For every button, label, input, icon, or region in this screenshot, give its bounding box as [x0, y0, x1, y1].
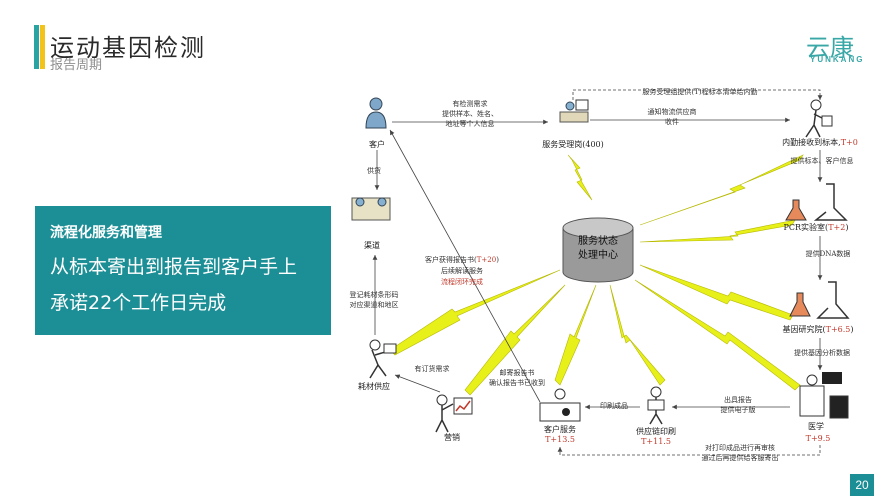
service-desk-label: 服务受理岗(400) — [542, 139, 604, 149]
label-review-1: 对打印成品进行再审核 — [705, 443, 775, 452]
customer-node: 客户 — [365, 97, 387, 149]
bolt-marketing — [464, 284, 566, 396]
promo-title: 流程化服务和管理 — [50, 225, 162, 241]
brand-logo: 云康 — [806, 34, 854, 62]
logistics-node: 内勤接收到标本,T+0 — [782, 99, 858, 147]
label-report-1: 出具报告 — [724, 395, 752, 404]
label-receive-3: 流程闭环完成 — [441, 277, 483, 286]
pcr-label: PCR实验室( — [784, 222, 829, 232]
label-review-2: 通过后再提供给客服寄出 — [702, 453, 779, 462]
print-label: 供应链印刷 — [636, 426, 676, 436]
promo-line1: 从标本寄出到报告到客户手上 — [50, 256, 298, 278]
bolt-custservice — [554, 284, 597, 386]
title-accent-bar-teal — [34, 25, 39, 69]
bolt-pcr — [639, 219, 796, 243]
bolt-logistics — [639, 154, 804, 226]
label-notify-2: 收件 — [665, 117, 679, 126]
cust-service-node: 客户服务 T+13.5 — [539, 388, 581, 444]
medical-label: 医学 — [808, 421, 824, 431]
label-supply: 供货 — [367, 166, 381, 175]
pcr-label-wrap: PCR实验室(T+2) — [784, 222, 849, 232]
label-receive-1-close: ) — [496, 256, 499, 264]
label-dna: 提供DNA数据 — [806, 249, 851, 258]
arrow-marketing-supplies — [394, 374, 441, 393]
label-mail-1: 邮寄报告书 — [500, 368, 535, 377]
title-accent-bar-yellow — [40, 25, 45, 69]
arrow-custservice-customer — [389, 129, 541, 403]
label-need-1: 有检测需求 — [453, 99, 488, 108]
supplies-node: 耗材供应 — [358, 339, 397, 391]
bolt-service — [567, 154, 593, 201]
logistics-label: 内勤接收到标本, — [782, 137, 841, 147]
bolt-medical — [634, 279, 801, 391]
label-top-dashed: 服务受理组提供(T)程标本清单给内勤 — [642, 87, 757, 96]
label-order: 有订货需求 — [415, 364, 450, 373]
promo-box: 流程化服务和管理 从标本寄出到报告到客户手上 承诺22个工作日完成 — [35, 206, 331, 335]
pcr-lab-node: PCR实验室(T+2) — [784, 183, 849, 232]
print-time: T+11.5 — [641, 437, 671, 446]
arrow-review-dashed — [557, 445, 821, 456]
label-mail-2: 确认报告书已收到 — [489, 378, 545, 387]
label-register-1: 登记耗材条形码 — [350, 290, 399, 299]
center-label-1: 服务状态 — [578, 234, 618, 247]
label-receive-1-time: T+20 — [477, 256, 496, 264]
service-desk-node: 服务受理岗(400) — [542, 99, 604, 149]
pcr-time: T+2 — [828, 223, 845, 232]
center-label-2: 处理中心 — [578, 248, 618, 261]
label-receive-1: 客户获得报告书( — [425, 255, 477, 264]
research-label: 基因研究院( — [782, 324, 825, 334]
label-report-2: 提供电子版 — [721, 405, 756, 414]
cust-service-time: T+13.5 — [545, 435, 575, 444]
label-need-2: 提供样本、姓名、 — [442, 109, 498, 118]
arrows — [372, 89, 823, 456]
research-time: T+6.5 — [826, 325, 851, 334]
marketing-label: 营销 — [444, 432, 460, 442]
label-register-2: 对应渠道和地区 — [350, 300, 399, 309]
page-number: 20 — [850, 474, 874, 496]
label-need-3: 地址等个人信息 — [446, 119, 495, 128]
print-node: 供应链印刷 T+11.5 — [636, 386, 676, 446]
label-notify-1: 通知物流供应商 — [648, 107, 697, 116]
bolt-research — [639, 264, 794, 321]
page-title: 运动基因检测 — [50, 34, 206, 62]
channel-node: 渠道 — [351, 197, 391, 250]
research-label-wrap: 基因研究院(T+6.5) — [782, 324, 853, 334]
label-provide-sample: 提供标本、客户信息 — [791, 156, 854, 165]
pcr-close: ) — [845, 223, 848, 232]
label-gene-analysis: 提供基因分析数据 — [794, 348, 850, 357]
bolt-supplies — [389, 269, 561, 356]
medical-time: T+9.5 — [806, 434, 831, 443]
label-receive-2: 后续解读服务 — [441, 266, 483, 275]
marketing-node: 营销 — [435, 394, 473, 442]
processing-center: 服务状态 处理中心 — [562, 217, 634, 283]
customer-label: 客户 — [369, 139, 385, 149]
diagram-labels: 有检测需求 提供样本、姓名、 地址等个人信息 服务受理组提供(T)程标本清单给内… — [350, 87, 854, 462]
lightning-bolts — [389, 154, 804, 396]
promo-line2: 承诺22个工作日完成 — [50, 292, 227, 314]
medical-node: 医学 T+9.5 — [799, 372, 849, 443]
label-receive-1-wrap: 客户获得报告书(T+20) — [425, 255, 499, 264]
channel-label: 渠道 — [364, 240, 380, 250]
page-subtitle: 报告周期 — [50, 58, 103, 73]
logistics-label-wrap: 内勤接收到标本,T+0 — [782, 137, 858, 147]
research-node: 基因研究院(T+6.5) — [782, 281, 854, 334]
cust-service-label: 客户服务 — [544, 424, 576, 434]
research-close: ) — [850, 325, 853, 334]
logistics-time: T+0 — [841, 138, 858, 147]
label-printed: 印刷成品 — [600, 401, 628, 410]
brand-logo-en: YUNKANG — [810, 55, 865, 64]
arrow-top-dashed — [572, 89, 823, 100]
supplies-label: 耗材供应 — [358, 381, 390, 391]
bolt-print — [609, 284, 666, 386]
